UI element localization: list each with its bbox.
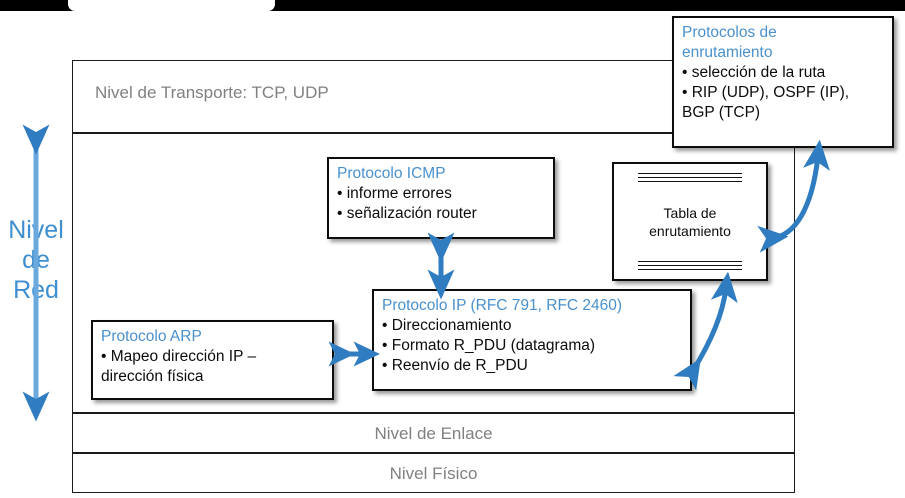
routing-table-title: Tabla de enrutamiento [649,204,731,240]
routing-table-title-line2: enrutamiento [649,222,731,239]
ip-bullet-1: • Direccionamiento [382,317,512,334]
arp-bullet-1-cont: dirección física [101,368,204,385]
arp-title: Protocolo ARP [101,328,202,345]
routing-protocols-title-line1: Protocolos de [682,24,777,41]
routing-protocols-bullet-1: • selección de la ruta [682,64,826,81]
doc-rule-line [638,177,742,178]
ip-bullet-2: • Formato R_PDU (datagrama) [382,337,596,354]
doc-rule-line [638,261,742,262]
layer-fisico-label: Nivel Físico [389,464,478,483]
doc-rule-line [638,181,742,182]
icmp-bullet-1: • informe errores [337,185,452,202]
top-bar-notch [68,0,275,11]
routing-protocols-title-line2: enrutamiento [682,44,773,61]
network-level-side-label: Nivel de Red [0,215,72,305]
doc-rules-bottom [638,261,742,270]
routing-table-title-line1: Tabla de [663,204,717,221]
layer-enlace [72,413,795,453]
icmp-title: Protocolo ICMP [337,165,446,182]
callout-icmp: Protocolo ICMP • informe errores • señal… [327,157,555,239]
side-label-line-2: de [22,246,50,274]
doc-rule-line [638,269,742,270]
arp-bullet-1: • Mapeo dirección IP – [101,348,257,365]
callout-arp: Protocolo ARP • Mapeo dirección IP – dir… [91,320,334,400]
layer-enlace-label: Nivel de Enlace [374,424,493,443]
layer-fisico [72,453,795,493]
routing-protocols-bullet-2-cont: BGP (TCP) [682,104,761,121]
layer-transport-label: Nivel de Transporte: TCP, UDP [95,83,329,102]
ip-title: Protocolo IP (RFC 791, RFC 2460) [382,297,623,314]
side-label-line-1: Nivel [8,216,64,244]
ip-bullet-3: • Reenvío de R_PDU [382,357,528,374]
routing-table-document: Tabla de enrutamiento [612,162,768,281]
routing-protocols-bullet-2: • RIP (UDP), OSPF (IP), [682,84,850,101]
icmp-bullet-2: • señalización router [337,205,477,222]
top-black-bar [0,0,905,11]
doc-rule-line [638,173,742,174]
doc-rule-line [638,265,742,266]
callout-routing-protocols: Protocolos de enrutamiento • selección d… [672,16,894,148]
callout-ip: Protocolo IP (RFC 791, RFC 2460) • Direc… [372,289,692,391]
doc-rules-top [638,173,742,182]
side-label-line-3: Red [13,276,59,304]
